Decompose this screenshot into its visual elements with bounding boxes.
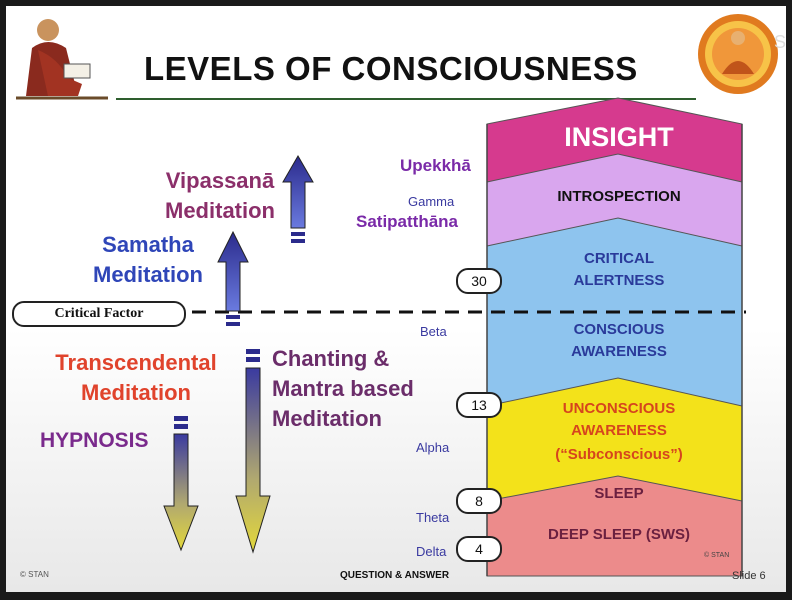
level-conscious-1: CONSCIOUS [573, 321, 665, 338]
monk-illustration [16, 19, 108, 100]
wave-delta: Delta [416, 544, 447, 559]
band-copyright: © STAN [704, 552, 730, 559]
method-vipassana-2: Meditation [165, 198, 275, 223]
method-transcendental-1: Transcendental [55, 350, 217, 375]
level-unconscious-1: UNCONSCIOUS [562, 400, 676, 417]
method-hypnosis: HYPNOSIS [40, 429, 149, 452]
level-deep-sleep: DEEP SLEEP (SWS) [548, 526, 690, 543]
method-arrows [163, 154, 314, 554]
method-vipassana-1: Vipassanā [165, 168, 275, 193]
level-critical-alertness-2: ALERTNESS [573, 272, 665, 289]
method-samatha-1: Samatha [102, 232, 194, 257]
method-chanting-2: Mantra based [272, 376, 414, 401]
level-conscious-2: AWARENESS [571, 343, 667, 360]
method-samatha-2: Meditation [93, 262, 203, 287]
page-title: LEVELS OF CONSCIOUSNESS [144, 50, 638, 87]
footer-left: © STAN [20, 570, 49, 579]
samatha-arrow [217, 230, 249, 326]
slide: St LEVELS OF CONSCIOUSNESS INSIGHT INTRO… [6, 6, 786, 592]
wave-theta: Theta [416, 510, 450, 525]
pali-upekkha: Upekkhā [400, 156, 471, 175]
footer-center: QUESTION & ANSWER [340, 570, 450, 581]
title-rule [116, 98, 696, 100]
wave-gamma: Gamma [408, 194, 455, 209]
level-insight: INSIGHT [564, 122, 674, 152]
frequency-badge-4: 4 [456, 536, 502, 562]
critical-factor-label: Critical Factor [12, 301, 186, 327]
corner-text: St [774, 32, 786, 52]
consciousness-bands [192, 97, 746, 577]
wave-beta: Beta [420, 324, 447, 339]
method-transcendental-2: Meditation [81, 380, 191, 405]
method-chanting-3: Meditation [272, 406, 382, 431]
wave-alpha: Alpha [416, 440, 450, 455]
level-introspection: INTROSPECTION [557, 188, 681, 205]
slide-number: Slide 6 [732, 570, 766, 582]
pali-satipatthana: Satipatthāna [356, 212, 459, 231]
hypnosis-arrow [163, 416, 199, 552]
buddha-logo [698, 14, 778, 94]
frequency-badge-30: 30 [456, 268, 502, 294]
frequency-badge-13: 13 [456, 392, 502, 418]
vipassana-arrow [282, 154, 314, 243]
level-critical-alertness-1: CRITICAL [584, 250, 654, 267]
frequency-badge-8: 8 [456, 488, 502, 514]
level-unconscious-2: AWARENESS [571, 422, 667, 439]
chanting-arrow [235, 349, 271, 554]
level-sleep: SLEEP [594, 485, 644, 502]
method-chanting-1: Chanting & [272, 346, 390, 371]
level-unconscious-3: (“Subconscious”) [555, 446, 683, 463]
